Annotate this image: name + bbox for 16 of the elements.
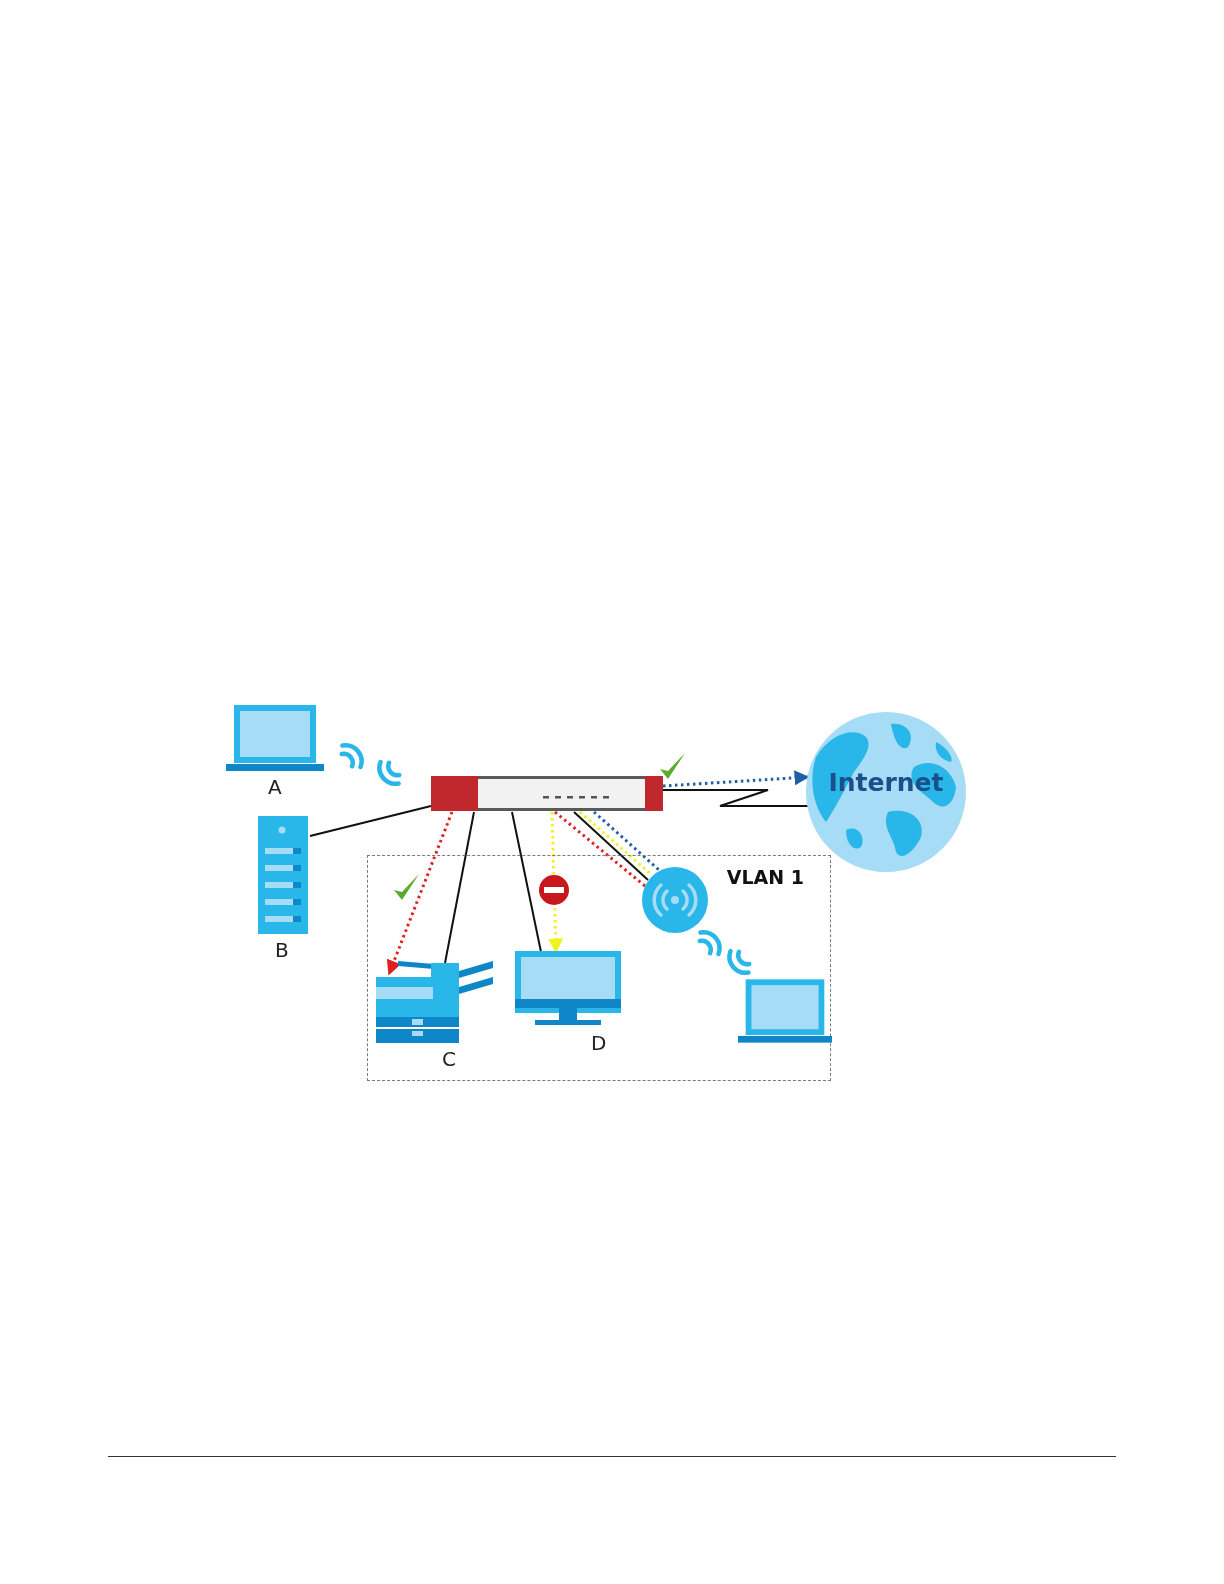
access-point-icon [642, 867, 708, 933]
connection-line [662, 789, 809, 807]
connection-line [511, 811, 542, 953]
firewall-device-icon [431, 776, 663, 811]
vlan-group-box [367, 855, 831, 1081]
connection-line [444, 811, 475, 964]
device-label: A [268, 777, 282, 797]
dotted-arrow [548, 811, 564, 954]
connection-line [309, 805, 432, 837]
connection-line [573, 811, 649, 881]
dotted-arrow [386, 811, 454, 976]
device-label: B [275, 940, 289, 960]
device-label: C [442, 1049, 456, 1069]
dotted-arrow [662, 770, 810, 788]
group-title: VLAN 1 [726, 866, 804, 888]
device-label: D [591, 1033, 607, 1053]
